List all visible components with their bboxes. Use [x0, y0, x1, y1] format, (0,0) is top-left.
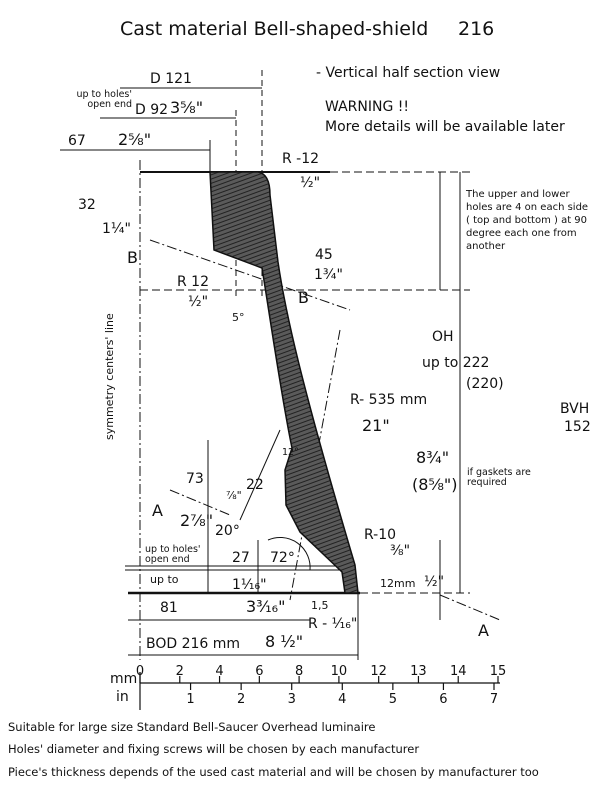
scale-label-mm: 0	[135, 664, 145, 679]
dim-bod-in: 8 ½"	[265, 632, 304, 651]
dim-12mm-in: ½"	[424, 574, 445, 590]
dim-d121: D 121	[150, 71, 192, 87]
scale-label-mm: 13	[410, 664, 427, 679]
dim-22: 22	[246, 477, 264, 493]
section-b-right: B	[298, 288, 309, 307]
dim-oh: OH	[432, 329, 454, 345]
dim-32-in: 1¼"	[102, 221, 131, 237]
dim-27: 27	[232, 550, 250, 566]
dim-45-in: 1¾"	[314, 267, 343, 283]
holes-note: The upper and lower holes are 4 on each …	[466, 189, 589, 252]
subtitle: - Vertical half section view	[316, 65, 501, 81]
dim-67: 67	[68, 133, 86, 149]
angle-12: 12°	[282, 447, 299, 458]
section-a-right: A	[478, 621, 489, 640]
scale-label-in: 5	[388, 692, 397, 707]
dim-r535: R- 535 mm	[350, 392, 428, 408]
warning: WARNING !!	[325, 99, 409, 115]
scale-unit-in: in	[116, 689, 129, 705]
footer-line-1: Suitable for large size Standard Bell-Sa…	[8, 720, 376, 734]
scale-label-in: 1	[186, 692, 195, 707]
symmetry-line-label: symmetry centers' line	[103, 313, 116, 440]
dim-r12-top-in: ½"	[300, 175, 321, 191]
page-number: 216	[458, 18, 495, 40]
dim-73-in: 2⅞"	[180, 511, 214, 530]
dim-45: 45	[315, 247, 333, 263]
dim-81-in: 3³⁄₁₆"	[246, 597, 286, 616]
dim-r10: R-10	[364, 527, 397, 543]
dim-d92-in: 3⅝"	[170, 98, 204, 117]
dim-d92: D 92	[135, 102, 169, 118]
scale-unit-mm: mm	[110, 671, 138, 687]
footer-line-2: Holes' diameter and fixing screws will b…	[8, 742, 420, 756]
dim-height-in: 8¾"	[416, 448, 450, 467]
angle-5: 5°	[232, 311, 245, 324]
angle-72: 72°	[270, 550, 295, 566]
scale-label-in: 4	[338, 692, 347, 707]
scale-label-in: 3	[287, 692, 296, 707]
label-up-to: up to	[150, 573, 179, 586]
dim-r12: R 12	[177, 274, 209, 290]
dim-bvh-value: 152	[564, 419, 591, 435]
dim-height-in-alt: (8⅝")	[412, 475, 458, 494]
dim-67-in: 2⅝"	[118, 130, 152, 149]
dim-73: 73	[186, 471, 204, 487]
scale-label-mm: 12	[370, 664, 387, 679]
scale-label-mm: 10	[330, 664, 348, 679]
dim-r1-5-in: R - ¹⁄₁₆"	[308, 616, 358, 632]
dim-27-in: 1¹⁄₁₆"	[232, 577, 267, 593]
shield-cross-section	[209, 171, 359, 594]
scale-label-mm: 15	[489, 664, 507, 679]
scale-label-in: 6	[439, 692, 448, 707]
scale-label-mm: 8	[294, 664, 304, 679]
drawing-title: Cast material Bell-shaped-shield	[120, 18, 429, 40]
scale-label-in: 7	[489, 692, 499, 707]
dim-oh-up-to: up to 222	[422, 355, 490, 371]
dim-22-in: ⅞"	[226, 489, 242, 502]
gaskets-note: if gaskets are required	[467, 467, 531, 488]
scale-label-mm: 2	[175, 664, 184, 679]
section-b-left: B	[127, 248, 138, 267]
warning-detail: More details will be available later	[325, 119, 565, 135]
note-holes-open-end-bottom: up to holes' open end	[145, 544, 201, 565]
note-holes-open-end-top: up to holes' open end	[76, 89, 132, 110]
scale-bar	[139, 672, 500, 710]
scale-label-mm: 6	[255, 664, 264, 679]
scale-label-mm: 4	[215, 664, 224, 679]
scale-label-in: 2	[237, 692, 246, 707]
angle-20: 20°	[215, 523, 240, 539]
dim-bod: BOD 216 mm	[146, 636, 241, 652]
footer-line-3: Piece's thickness depends of the used ca…	[8, 765, 539, 779]
dim-r12-in: ½"	[188, 294, 209, 310]
dim-oh-alt: (220)	[466, 376, 504, 392]
dim-r535-in: 21"	[362, 416, 390, 435]
dim-r12-top: R -12	[282, 151, 320, 167]
dim-r1-5: 1,5	[311, 599, 329, 612]
dim-bvh: BVH	[560, 401, 590, 417]
scale-label-mm: 14	[449, 664, 467, 679]
section-a-left: A	[152, 501, 163, 520]
dim-81: 81	[160, 600, 178, 616]
dim-12mm: 12mm	[380, 577, 416, 590]
dim-r10-in: ⅜"	[390, 543, 411, 559]
dim-32: 32	[78, 197, 96, 213]
